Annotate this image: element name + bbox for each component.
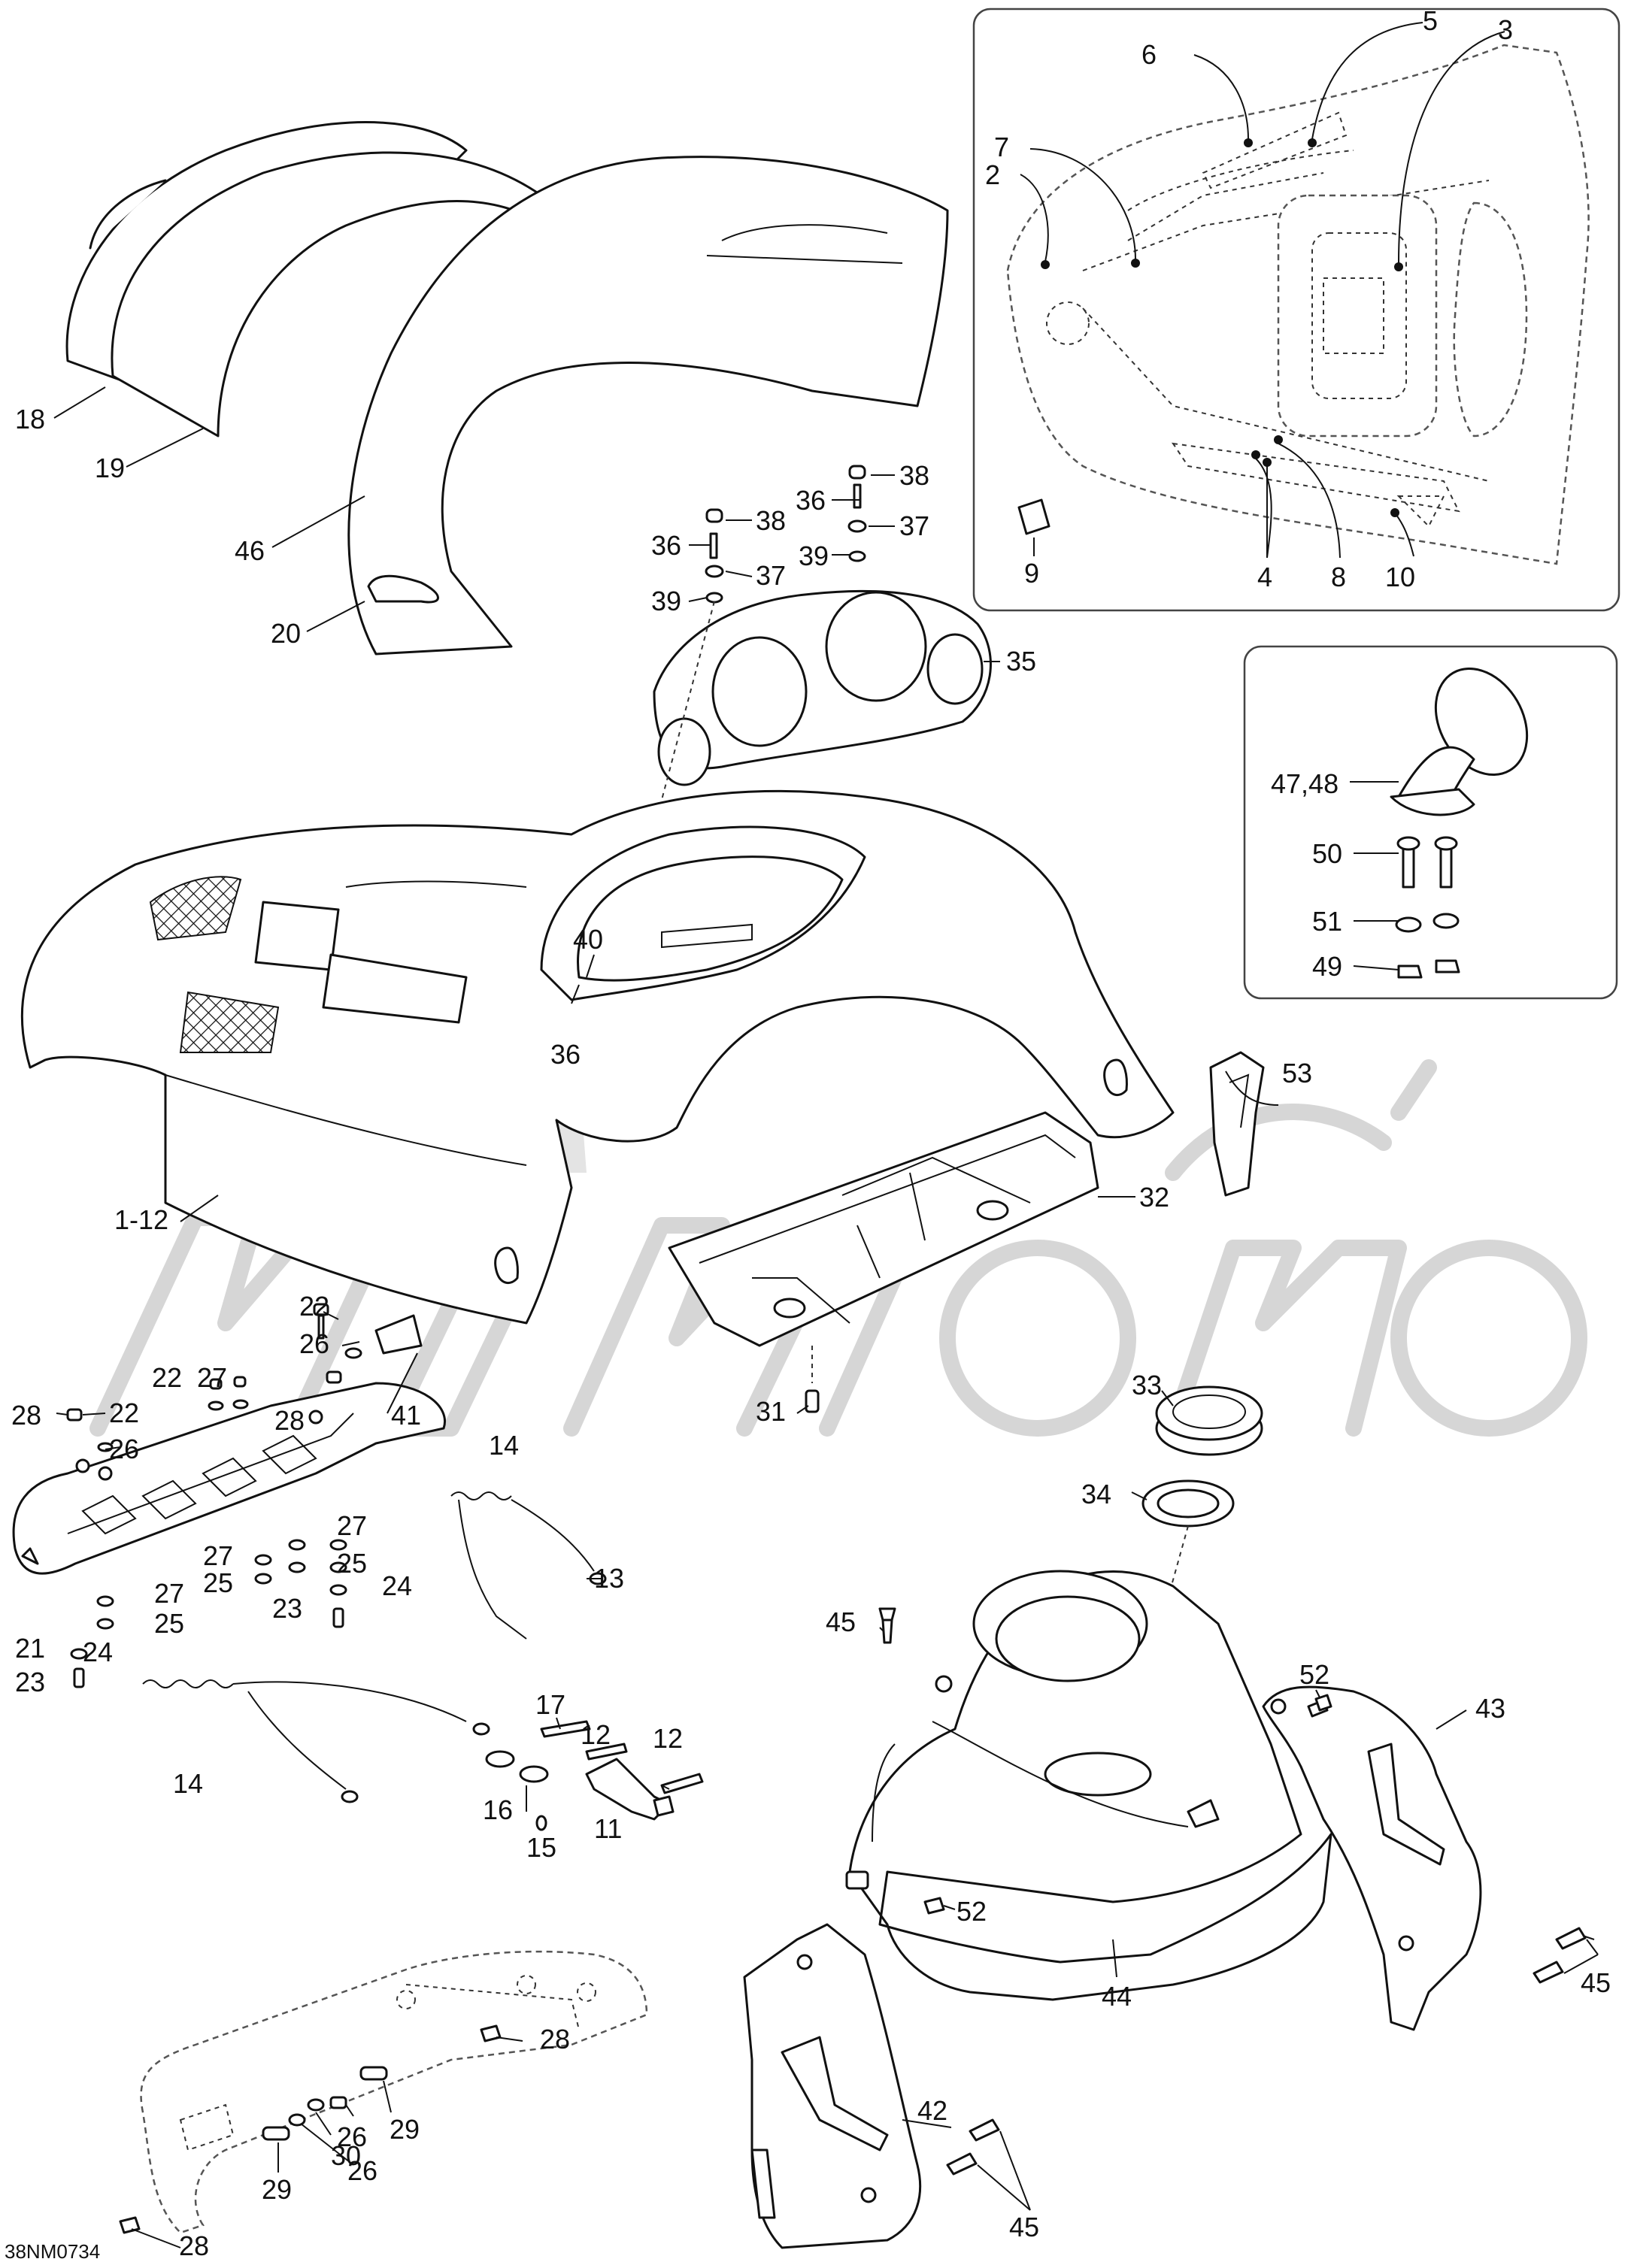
callout-label: 24 bbox=[83, 1637, 113, 1667]
callout-label: 28 bbox=[179, 2230, 209, 2261]
callout-label: 22 bbox=[109, 1397, 139, 1428]
callout-label: 34 bbox=[1081, 1479, 1111, 1509]
windshield-parts bbox=[65, 121, 949, 656]
callout-label: 30 bbox=[331, 2140, 361, 2171]
mirror-detail-panel bbox=[1243, 645, 1618, 1000]
callout-label: 22 bbox=[299, 1291, 329, 1322]
side-panel-42 bbox=[743, 1923, 922, 2249]
callout-label: 36 bbox=[796, 485, 826, 516]
callout-label: 8 bbox=[1331, 562, 1346, 592]
callout-label: 47,48 bbox=[1271, 768, 1339, 799]
callout-label: 7 bbox=[994, 132, 1009, 162]
callout-label: 40 bbox=[573, 924, 603, 955]
callout-label: 24 bbox=[382, 1570, 412, 1601]
console-44 bbox=[845, 1570, 1332, 2001]
callout-label: 9 bbox=[1024, 558, 1039, 589]
callout-label: 26 bbox=[109, 1434, 139, 1464]
rivets bbox=[878, 1607, 1587, 2176]
figure-code: 38NM0734 bbox=[5, 2240, 100, 2263]
callout-label: 1-12 bbox=[114, 1204, 168, 1235]
fuel-cap-33 bbox=[1155, 1385, 1263, 1456]
callout-label: 38 bbox=[756, 505, 786, 536]
callout-label: 28 bbox=[11, 1400, 41, 1431]
hood-assembly bbox=[21, 789, 1175, 1325]
callout-label: 28 bbox=[540, 2024, 570, 2055]
callout-label: 43 bbox=[1475, 1693, 1505, 1724]
bracket-53 bbox=[1209, 1051, 1265, 1197]
callout-label: 27 bbox=[337, 1510, 367, 1541]
rear-bumper bbox=[119, 1950, 648, 2234]
callout-label: 25 bbox=[337, 1548, 367, 1579]
callout-label: 18 bbox=[15, 404, 45, 435]
callout-label: 53 bbox=[1282, 1058, 1312, 1089]
callout-label: 51 bbox=[1312, 906, 1342, 937]
callout-label: 25 bbox=[203, 1567, 233, 1598]
callout-label: 26 bbox=[337, 2121, 367, 2152]
callout-label: 27 bbox=[197, 1362, 227, 1393]
callout-label: 38 bbox=[899, 460, 929, 491]
callout-label: 23 bbox=[272, 1593, 302, 1624]
callout-label: 26 bbox=[299, 1328, 329, 1359]
callout-label: 22 bbox=[152, 1362, 182, 1393]
callout-label: 6 bbox=[1141, 39, 1157, 70]
callout-labels: 6 5 3 7 2 9 4 8 10 18 19 46 20 38 36 37 … bbox=[11, 5, 1611, 2261]
callout-label: 37 bbox=[756, 560, 786, 591]
callout-label: 42 bbox=[917, 2095, 947, 2126]
callout-label: 50 bbox=[1312, 838, 1342, 869]
callout-label: 2 bbox=[985, 159, 1000, 190]
gauge-housing bbox=[653, 589, 992, 786]
callout-label: 14 bbox=[489, 1430, 519, 1461]
screw-31 bbox=[805, 1346, 820, 1413]
callout-label: 46 bbox=[235, 535, 265, 566]
leader-lines bbox=[53, 22, 1599, 2248]
springs-and-cables bbox=[142, 1491, 607, 1803]
callout-label: 27 bbox=[203, 1540, 233, 1571]
callout-label: 26 bbox=[347, 2155, 377, 2186]
callout-label: 29 bbox=[262, 2174, 292, 2205]
callout-label: 49 bbox=[1312, 951, 1342, 982]
callout-label: 15 bbox=[526, 1832, 556, 1863]
callout-label: 16 bbox=[483, 1794, 513, 1825]
side-panel-43 bbox=[1262, 1685, 1482, 2031]
callout-label: 11 bbox=[594, 1813, 622, 1844]
callout-label: 21 bbox=[15, 1633, 45, 1664]
throttle-lever-parts bbox=[485, 1720, 704, 1831]
callout-label: 20 bbox=[271, 618, 301, 649]
callout-label: 52 bbox=[1299, 1659, 1329, 1690]
callout-label: 14 bbox=[173, 1768, 203, 1799]
callout-label: 25 bbox=[154, 1608, 184, 1639]
callout-label: 27 bbox=[154, 1578, 184, 1609]
callout-label: 3 bbox=[1498, 14, 1513, 45]
callout-label: 41 bbox=[391, 1400, 421, 1431]
callout-label: 35 bbox=[1006, 646, 1036, 677]
callout-label: 44 bbox=[1102, 1981, 1132, 2012]
callout-label: 10 bbox=[1385, 562, 1415, 592]
callout-label: 19 bbox=[95, 453, 125, 483]
callout-label: 45 bbox=[1009, 2212, 1039, 2242]
callout-label: 5 bbox=[1423, 5, 1438, 36]
callout-label: 23 bbox=[15, 1667, 45, 1697]
callout-label: 36 bbox=[550, 1039, 581, 1070]
front-bumper-21 bbox=[12, 1303, 446, 1688]
callout-label: 45 bbox=[826, 1606, 856, 1637]
callout-label: 31 bbox=[756, 1396, 786, 1427]
callout-label: 39 bbox=[651, 586, 681, 616]
callout-label: 13 bbox=[594, 1563, 624, 1594]
callout-label: 37 bbox=[899, 510, 929, 541]
callout-label: 32 bbox=[1139, 1182, 1169, 1213]
callout-label: 12 bbox=[581, 1719, 611, 1750]
tray-32 bbox=[668, 1111, 1099, 1347]
callout-label: 28 bbox=[274, 1405, 305, 1436]
callout-label: 29 bbox=[390, 2114, 420, 2145]
callout-label: 36 bbox=[651, 530, 681, 561]
callout-label: 33 bbox=[1132, 1370, 1162, 1400]
callout-label: 12 bbox=[653, 1723, 683, 1754]
decal-inset-panel bbox=[972, 8, 1620, 612]
callout-label: 17 bbox=[535, 1689, 565, 1720]
callout-label: 52 bbox=[957, 1896, 987, 1927]
callout-label: 4 bbox=[1257, 562, 1272, 592]
callout-label: 39 bbox=[799, 541, 829, 571]
callout-label: 45 bbox=[1581, 1967, 1611, 1998]
